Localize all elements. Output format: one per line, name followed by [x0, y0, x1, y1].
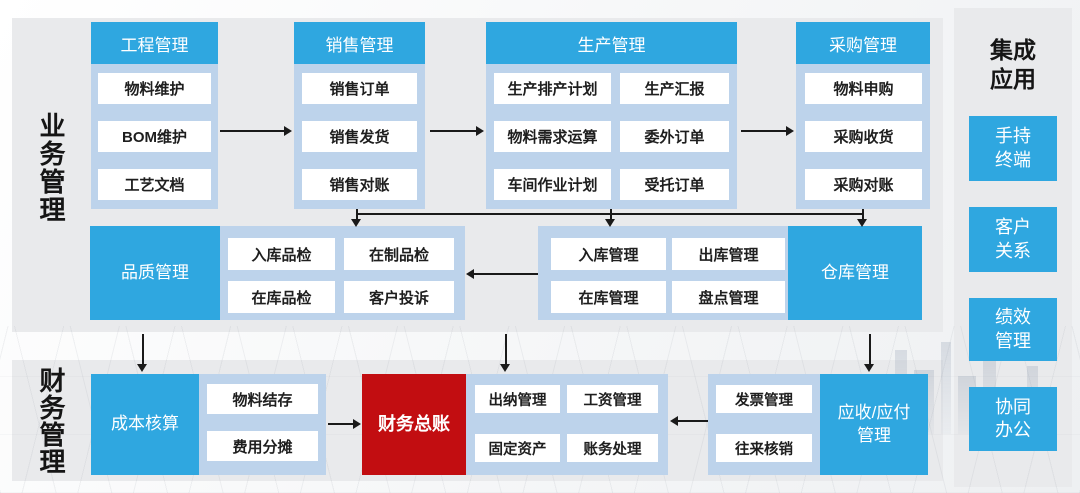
module-item: 销售订单 [302, 73, 417, 104]
arrowhead-right [353, 419, 361, 429]
module-item: 费用分摊 [207, 431, 318, 461]
arrow-warehouse-to-receivable [869, 334, 871, 364]
integration-item-performance-management: 绩效管理 [969, 298, 1057, 361]
integration-item-collaborative-office: 协同办公 [969, 387, 1057, 451]
integration-title: 集成应用 [954, 36, 1072, 94]
arrowhead-down [864, 364, 874, 372]
integration-item-handheld-terminal: 手持终端 [969, 116, 1057, 181]
block-receivable-payable: 应收/应付管理 [820, 374, 928, 475]
module-item: 出库管理 [672, 238, 785, 270]
connector-drop [356, 209, 358, 219]
module-item: 生产排产计划 [494, 73, 611, 104]
integration-item-label: 手持终端 [995, 126, 1031, 170]
module-item: 采购对账 [805, 169, 922, 200]
module-item: 车间作业计划 [494, 169, 611, 200]
group-header-sales: 销售管理 [294, 22, 425, 64]
module-item: 固定资产 [475, 434, 560, 462]
group-engineering: 工程管理 物料维护 BOM维护 工艺文档 [91, 22, 218, 209]
module-item: 工资管理 [567, 385, 658, 413]
module-item: BOM维护 [98, 121, 211, 152]
arrow-warehouse-to-quality [474, 273, 538, 275]
integration-title-text: 集成应用 [990, 37, 1036, 92]
integration-item-customer-relations: 客户关系 [969, 207, 1057, 272]
module-item: 在库品检 [228, 281, 335, 313]
module-item: 物料维护 [98, 73, 211, 104]
group-header-production: 生产管理 [486, 22, 737, 64]
block-cost-accounting: 成本核算 [91, 374, 199, 475]
group-accounting-items: 出纳管理 工资管理 固定资产 账务处理 [466, 374, 668, 475]
group-header-engineering: 工程管理 [91, 22, 218, 64]
group-warehouse-items: 入库管理 出库管理 在库管理 盘点管理 [538, 226, 788, 320]
arrowhead-down [605, 219, 615, 227]
arrow-quality-to-cost [142, 334, 144, 364]
module-item: 出纳管理 [475, 385, 560, 413]
module-item: 客户投诉 [344, 281, 454, 313]
module-item: 物料结存 [207, 384, 318, 414]
group-receivable-items: 发票管理 往来核销 [708, 374, 820, 475]
arrowhead-left [670, 416, 678, 426]
module-item: 入库管理 [551, 238, 666, 270]
arrow-cost-to-ledger [328, 423, 354, 425]
module-item: 在制品检 [344, 238, 454, 270]
module-item: 入库品检 [228, 238, 335, 270]
module-item: 销售发货 [302, 121, 417, 152]
module-item: 生产汇报 [620, 73, 729, 104]
label-finance-management: 财务管理 [36, 367, 66, 475]
arrowhead-left [466, 269, 474, 279]
module-item: 账务处理 [567, 434, 658, 462]
arrow-receivable-to-accounting [678, 420, 708, 422]
group-purchasing: 采购管理 物料申购 采购收货 采购对账 [796, 22, 930, 209]
integration-item-label: 绩效管理 [995, 307, 1031, 351]
integration-item-label: 客户关系 [995, 217, 1031, 261]
module-item: 采购收货 [805, 121, 922, 152]
integration-item-label: 协同办公 [995, 396, 1031, 440]
block-warehouse-management: 仓库管理 [788, 226, 922, 320]
arrow-engineering-to-sales [220, 130, 285, 132]
connector-drop [610, 209, 612, 219]
group-production: 生产管理 生产排产计划 生产汇报 物料需求运算 委外订单 车间作业计划 受托订单 [486, 22, 737, 209]
integration-sidebar: 集成应用 手持终端 客户关系 绩效管理 协同办公 [954, 8, 1072, 487]
group-sales: 销售管理 销售订单 销售发货 销售对账 [294, 22, 425, 209]
arrow-middle-to-accounting [505, 334, 507, 364]
arrow-sales-to-production [430, 130, 477, 132]
group-quality-items: 入库品检 在制品检 在库品检 客户投诉 [220, 226, 465, 320]
module-item: 在库管理 [551, 281, 666, 313]
module-item: 物料申购 [805, 73, 922, 104]
arrowhead-down [857, 219, 867, 227]
label-business-management: 业务管理 [36, 112, 66, 224]
arrow-production-to-purchasing [741, 130, 787, 132]
module-item: 受托订单 [620, 169, 729, 200]
module-item: 销售对账 [302, 169, 417, 200]
group-cost-items: 物料结存 费用分摊 [199, 374, 326, 475]
module-item: 工艺文档 [98, 169, 211, 200]
block-receivable-payable-label: 应收/应付管理 [837, 402, 911, 445]
arrowhead-down [137, 364, 147, 372]
connector-drop [862, 209, 864, 219]
module-item: 盘点管理 [672, 281, 785, 313]
arrowhead-right [284, 126, 292, 136]
arrowhead-down [500, 364, 510, 372]
block-quality-management: 品质管理 [90, 226, 220, 320]
module-item: 发票管理 [716, 385, 812, 413]
module-item: 委外订单 [620, 121, 729, 152]
block-general-ledger: 财务总账 [362, 374, 466, 475]
arrowhead-right [786, 126, 794, 136]
group-header-purchasing: 采购管理 [796, 22, 930, 64]
module-item: 物料需求运算 [494, 121, 611, 152]
arrowhead-right [476, 126, 484, 136]
module-item: 往来核销 [716, 434, 812, 462]
arrowhead-down [351, 219, 361, 227]
